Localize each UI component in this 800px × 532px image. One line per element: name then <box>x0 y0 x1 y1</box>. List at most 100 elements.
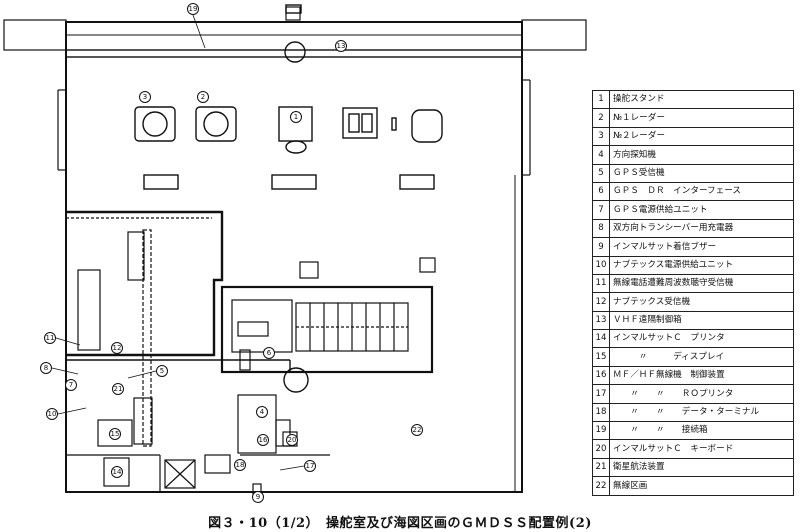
svg-text:6: 6 <box>267 349 272 357</box>
legend-number: 7 <box>592 200 610 220</box>
cross-hatched-box <box>164 459 196 489</box>
legend-label: 〃 ディスプレイ <box>609 347 794 367</box>
direction-finder-console <box>342 107 378 139</box>
svg-text:7: 7 <box>69 381 73 389</box>
svg-text:20: 20 <box>288 436 297 444</box>
svg-text:5: 5 <box>160 367 164 375</box>
chart-cabinet <box>127 231 145 281</box>
svg-text:3: 3 <box>143 93 147 101</box>
svg-text:9: 9 <box>256 493 260 501</box>
svg-text:8: 8 <box>44 364 48 372</box>
legend-number: 20 <box>592 439 610 459</box>
legend-label: 〃 〃 ＲＯプリンタ <box>609 384 794 404</box>
svg-text:15: 15 <box>111 430 120 438</box>
svg-text:19: 19 <box>189 5 198 13</box>
svg-text:12: 12 <box>113 344 122 352</box>
svg-text:16: 16 <box>259 436 268 444</box>
svg-text:14: 14 <box>113 468 122 476</box>
marker-7: 7 <box>65 379 77 391</box>
legend-label: ＧＰＳ受信機 <box>609 163 794 183</box>
marker-2: 2 <box>197 91 209 103</box>
figure-caption: 図３・10（1/2） 操舵室及び海図区画のＧＭＤＳＳ配置例(2) <box>208 516 592 531</box>
overhead-beam <box>65 49 523 58</box>
legend-number: 1 <box>592 89 610 110</box>
chair <box>411 109 443 143</box>
chart-table <box>77 269 101 351</box>
marker-12: 12 <box>111 342 123 354</box>
legend-number: 8 <box>592 218 610 239</box>
legend-number: 22 <box>592 476 610 496</box>
legend-number: 9 <box>592 237 610 257</box>
marker-6: 6 <box>263 347 275 359</box>
legend-number: 18 <box>592 402 610 423</box>
legend-label: インマルサットＣ プリンタ <box>609 329 794 349</box>
legend-label: 〃 〃 データ・ターミナル <box>609 402 794 423</box>
legend-label: インマルサット着信ブザー <box>609 237 794 257</box>
legend-label: 操舵スタンド <box>609 89 794 110</box>
legend-number: 15 <box>592 347 610 367</box>
marker-22: 22 <box>411 424 423 436</box>
svg-text:10: 10 <box>48 410 57 418</box>
marker-13: 13 <box>335 40 347 52</box>
marker-17: 17 <box>304 460 316 472</box>
partition-wall <box>66 210 224 357</box>
legend-number: 6 <box>592 181 610 202</box>
wheelhouse-outline <box>65 21 523 493</box>
radar-no1-console <box>195 106 237 142</box>
marker-5: 5 <box>156 365 168 377</box>
legend-number: 4 <box>592 145 610 165</box>
legend-label: インマルサットＣ キーボード <box>609 439 794 459</box>
svg-text:11: 11 <box>46 334 55 342</box>
legend-number: 14 <box>592 329 610 349</box>
legend-number: 13 <box>592 310 610 331</box>
marker-19: 19 <box>187 3 199 15</box>
left-bridge-wing <box>3 19 67 51</box>
legend-number: 17 <box>592 384 610 404</box>
legend-number: 11 <box>592 273 610 294</box>
legend-number: 12 <box>592 292 610 312</box>
marker-16: 16 <box>257 434 269 446</box>
marker-8: 8 <box>40 362 52 374</box>
svg-text:4: 4 <box>260 408 265 416</box>
legend-label: 双方向トランシーバー用充電器 <box>609 218 794 239</box>
svg-text:18: 18 <box>236 461 245 469</box>
marker-21: 21 <box>112 383 124 395</box>
marker-10: 10 <box>46 408 58 420</box>
legend-label: 〃 〃 接続箱 <box>609 421 794 441</box>
legend-row: 18 〃 〃 データ・ターミナル <box>592 402 794 423</box>
marker-18: 18 <box>234 459 246 471</box>
svg-text:13: 13 <box>337 42 346 50</box>
right-bridge-wing <box>521 19 587 51</box>
legend-label: ＧＰＳ ＤＲ インターフェース <box>609 181 794 202</box>
marker-9: 9 <box>252 491 264 503</box>
svg-text:21: 21 <box>114 385 123 393</box>
legend-number: 3 <box>592 126 610 147</box>
marker-3: 3 <box>139 91 151 103</box>
legend-label: 無線区画 <box>609 476 794 496</box>
legend-label: №２レーダー <box>609 126 794 147</box>
legend-row: 15 〃 ディスプレイ <box>592 347 794 367</box>
svg-text:22: 22 <box>413 426 422 434</box>
legend-row: 17 〃 〃 ＲＯプリンタ <box>592 384 794 404</box>
legend-label: ＧＰＳ電源供給ユニット <box>609 200 794 220</box>
marker-11: 11 <box>44 332 56 344</box>
legend-number: 2 <box>592 108 610 128</box>
legend-row: 19 〃 〃 接続箱 <box>592 421 794 441</box>
window-center <box>271 174 317 190</box>
